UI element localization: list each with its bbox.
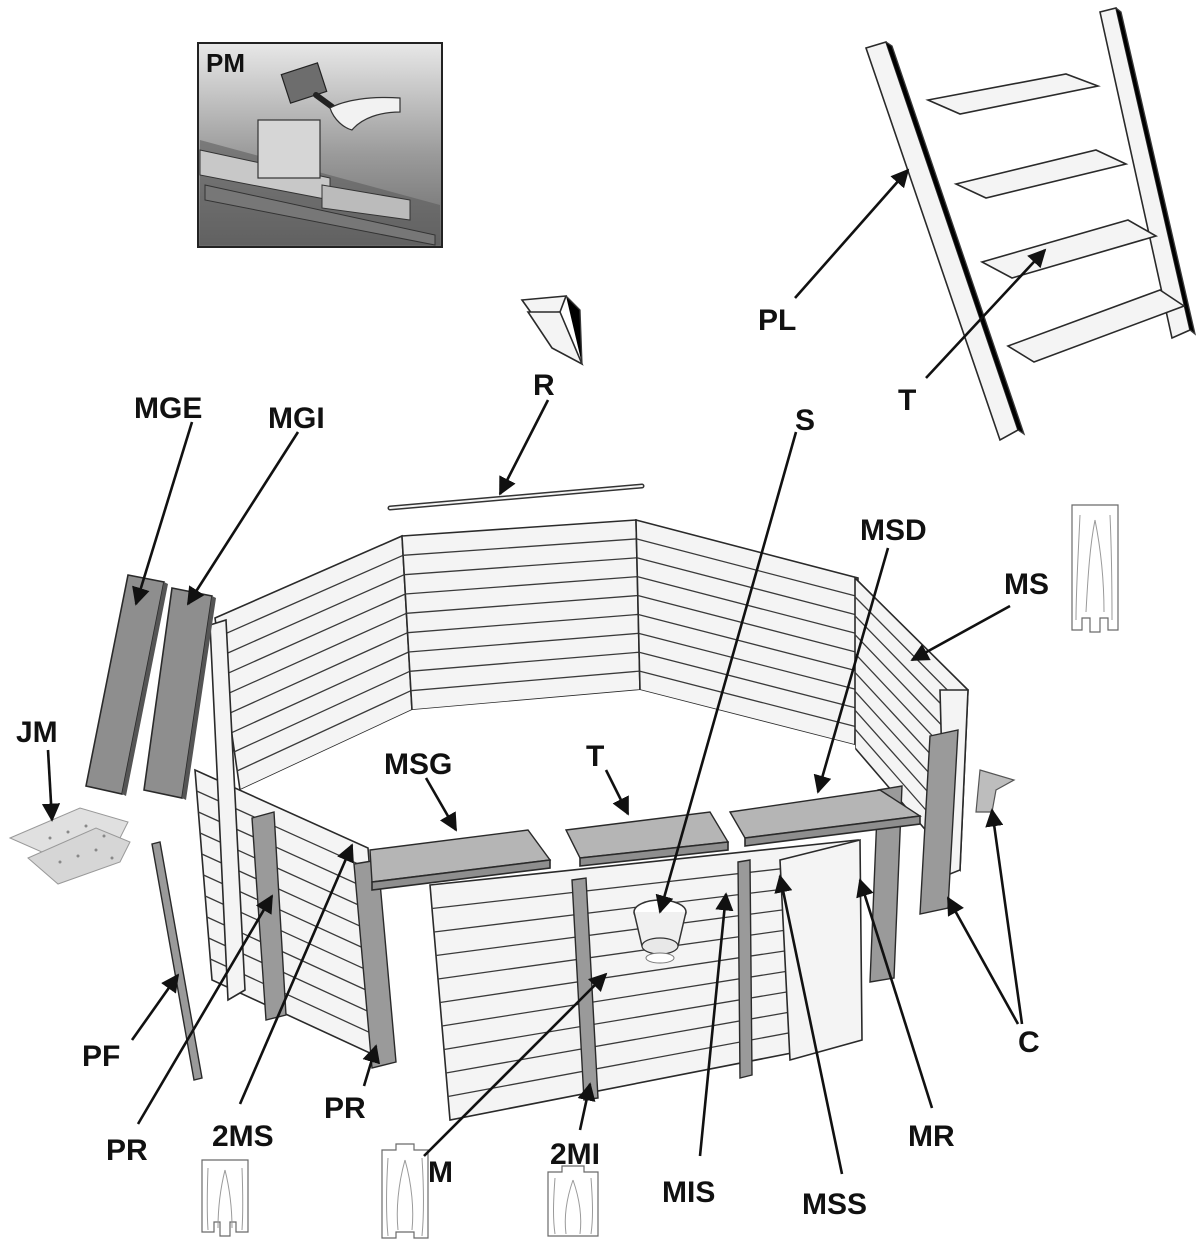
plank-seam — [638, 651, 856, 709]
label-mge: MGE — [134, 392, 202, 425]
label-mr: MR — [908, 1120, 955, 1153]
plank-seam — [638, 613, 857, 672]
label-mss: MSS — [802, 1188, 867, 1221]
coping-board-mge — [85, 574, 168, 796]
label-2ms: 2MS — [212, 1120, 274, 1153]
post-pr-mid — [353, 859, 397, 1069]
coping-boards — [369, 789, 922, 891]
post-2ms — [251, 811, 287, 1021]
callout-labels: MGE MGI S MSD MS JM MSG T C PF PR 2MS PR… — [16, 392, 1049, 1221]
ladder-icon — [864, 7, 1196, 442]
wood-section-2ms — [201, 1159, 249, 1237]
post-mis — [737, 859, 753, 1079]
plank-seam — [220, 574, 405, 657]
post-2mi — [571, 877, 599, 1101]
bracket-icon — [975, 769, 1016, 813]
wood-section-2mi — [547, 1165, 599, 1237]
label-m: M — [428, 1156, 453, 1189]
label-t-ladder: T — [898, 384, 916, 417]
label-pr-mid: PR — [324, 1092, 366, 1125]
plank-seam — [406, 594, 638, 614]
plank-seam — [217, 554, 404, 638]
plank-seam — [409, 651, 640, 672]
mallet-icon — [280, 62, 401, 131]
plank-seam — [225, 612, 407, 696]
inset-pm-panel: PM — [197, 42, 443, 248]
label-jm: JM — [16, 716, 58, 749]
plank-seam — [408, 632, 639, 653]
plank-seam — [639, 670, 856, 728]
label-pm: PM — [206, 48, 245, 78]
label-2mi: 2MI — [550, 1138, 600, 1171]
label-mgi: MGI — [268, 402, 325, 435]
plank-seam — [228, 632, 408, 715]
label-r: R — [533, 369, 555, 402]
clip-icon — [520, 295, 584, 366]
plank-seam — [636, 538, 858, 598]
label-msg: MSG — [384, 748, 452, 781]
label-pf: PF — [82, 1040, 120, 1073]
plank-seam — [234, 670, 411, 753]
wood-section-m — [381, 1143, 429, 1239]
plank-seam — [410, 670, 640, 692]
plank-seam — [236, 690, 412, 772]
plank-seam — [405, 576, 638, 595]
plank-seam — [637, 594, 857, 653]
label-ms: MS — [1004, 568, 1049, 601]
label-s: S — [795, 404, 815, 437]
callout-arrows — [41, 421, 1024, 1175]
floor-post-pf — [151, 841, 203, 1081]
label-pr-left: PR — [106, 1134, 148, 1167]
plank-seam — [403, 538, 637, 556]
plank-seam — [407, 613, 639, 634]
plank-seam — [404, 557, 637, 576]
label-pl: PL — [758, 304, 796, 337]
joint-plate-jm — [8, 807, 131, 885]
wood-section-ms — [1071, 504, 1119, 633]
plank-seam — [231, 651, 409, 734]
label-mis: MIS — [662, 1176, 715, 1209]
label-t-pool: T — [586, 740, 604, 773]
label-c: C — [1018, 1026, 1040, 1059]
label-msd: MSD — [860, 514, 927, 547]
plank-seam — [223, 593, 406, 676]
plank-seam — [636, 557, 858, 616]
plank-seam — [638, 632, 857, 690]
